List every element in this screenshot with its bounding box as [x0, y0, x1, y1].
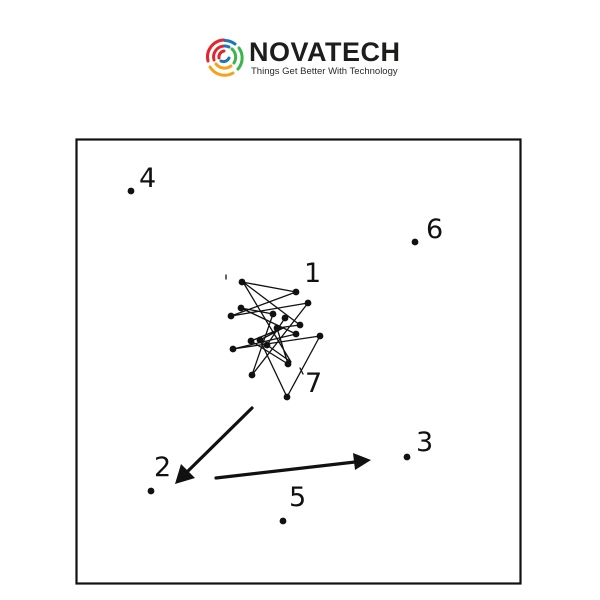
diagram-frame [75, 138, 522, 585]
point-label-2: 2 [154, 452, 171, 483]
point-3-dot [403, 453, 411, 461]
brand-logo: NOVATECH Things Get Better With Technolo… [203, 36, 403, 82]
cluster-dots [227, 278, 324, 401]
arrow-to-3 [214, 453, 371, 480]
point-2-dot [147, 487, 155, 495]
point-5-dot [279, 517, 287, 525]
point-6-dot [411, 238, 419, 246]
arrow-to-2 [175, 406, 254, 484]
point-label-4: 4 [139, 163, 156, 194]
brand-name: NOVATECH [249, 37, 401, 67]
point-label-1: 1 [304, 258, 321, 289]
swirl-logo-icon [206, 38, 244, 77]
point-label-6: 6 [426, 214, 443, 245]
point-4-dot [127, 187, 135, 195]
point-label-5: 5 [289, 482, 306, 513]
brand-tagline: Things Get Better With Technology [251, 66, 398, 77]
point-label-3: 3 [416, 427, 433, 458]
point-label-7: 7 [305, 368, 322, 399]
